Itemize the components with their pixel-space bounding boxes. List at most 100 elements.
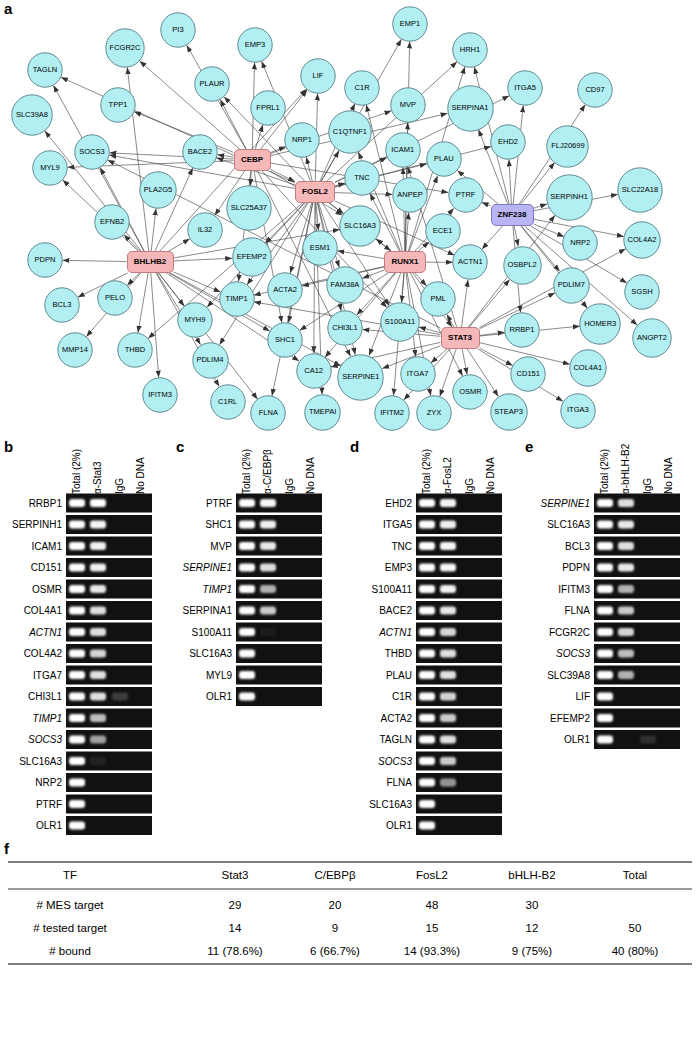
circle-shape [400, 357, 434, 391]
gene-label: SERPINE1 [490, 497, 590, 510]
gel-band [419, 714, 435, 722]
target-gene-circle: BACE2 [182, 134, 218, 170]
circle-shape [268, 323, 302, 357]
regulation-arrow [478, 349, 563, 401]
gel-band [239, 671, 255, 679]
gel-strip [416, 515, 502, 534]
target-gene-circle: SERPINA1 [447, 85, 494, 132]
gene-name: FLJ20699 [551, 142, 584, 150]
circle-shape [547, 125, 588, 166]
gene-label: BCL3 [490, 540, 590, 553]
target-gene-circle: NRP2 [562, 225, 598, 261]
gene-label: NRP2 [0, 776, 62, 789]
gel-band [90, 693, 106, 701]
gel-band [618, 671, 634, 679]
gel-band [440, 542, 456, 550]
regulation-arrow [169, 239, 190, 251]
gene-name: SOCS3 [79, 148, 104, 156]
table-cell: C/EBPβ [275, 868, 395, 882]
gene-label: ACTN1 [312, 626, 412, 639]
target-gene-circle: C1QTNF1 [328, 110, 372, 154]
circle-shape [375, 396, 409, 430]
regulation-arrow [151, 208, 156, 251]
gel-strip [66, 644, 152, 663]
target-gene-circle: EHD2 [490, 124, 526, 160]
gel-band [597, 585, 613, 593]
gel-band [440, 521, 456, 529]
gel-band [440, 671, 456, 679]
circle-shape [33, 151, 67, 185]
gel-band [112, 693, 128, 701]
regulation-arrow [469, 279, 509, 327]
gene-name: OSMR [459, 388, 482, 396]
gene-label: SLC16A3 [312, 798, 412, 811]
gel-band [440, 779, 456, 787]
gene-label: COL4A1 [0, 604, 62, 617]
regulation-arrow [327, 62, 457, 181]
gel-strip [66, 515, 152, 534]
circle-shape [345, 161, 379, 195]
target-gene-circle: STEAP3 [490, 393, 528, 431]
target-gene-circle: MYH9 [177, 302, 213, 338]
gene-name: IFITM2 [380, 409, 404, 417]
circle-shape [421, 282, 455, 316]
gene-name: PML [431, 295, 446, 303]
gene-name: OSBPL2 [507, 261, 536, 269]
gel-band [597, 521, 613, 529]
circle-shape [192, 342, 227, 377]
tf-name: STAT3 [448, 334, 472, 343]
gene-label: ICAM1 [0, 540, 62, 553]
gel-strip [66, 558, 152, 577]
regulation-arrow [462, 349, 467, 375]
gene-name: TMEPAI [309, 408, 336, 416]
target-gene-circle: ECE1 [425, 213, 461, 249]
target-gene-circle: C1R [344, 70, 380, 106]
gel-strip [66, 816, 152, 835]
gel-band [440, 714, 456, 722]
circle-shape [508, 71, 542, 105]
gene-name: PDLIM7 [558, 281, 585, 289]
table-cell: 12 [472, 921, 592, 935]
gel-band [69, 542, 85, 550]
gene-name: ICAM1 [391, 146, 414, 154]
target-gene-circle: IFITM2 [374, 395, 410, 431]
circle-shape [417, 396, 451, 430]
circle-shape [393, 178, 427, 212]
gel-band [69, 499, 85, 507]
gel-band [69, 779, 85, 787]
target-gene-circle: C1RL [210, 384, 246, 420]
gel-band [419, 499, 435, 507]
gel-band [597, 714, 613, 722]
circle-shape [453, 245, 487, 279]
target-gene-circle: SOCS3 [74, 134, 110, 170]
panel-letter: b [4, 438, 13, 455]
lane-header: No DNA [663, 457, 675, 494]
target-gene-circle: ITGA5 [507, 70, 543, 106]
regulation-arrow [482, 202, 491, 206]
circle-shape [178, 303, 212, 337]
target-gene-circle: MYL9 [32, 150, 68, 186]
gel-band [239, 607, 255, 615]
table-cell: 14 (93.3%) [372, 944, 492, 958]
gene-name: BCL3 [53, 301, 72, 309]
gene-label: SERPINA1 [132, 604, 232, 617]
gel-strip [594, 580, 680, 599]
lane-header: No DNA [305, 457, 317, 494]
gene-label: MVP [132, 540, 232, 553]
table-cell: 40 (80%) [575, 944, 695, 958]
gel-band [419, 779, 435, 787]
gene-name: ACTA2 [273, 286, 297, 294]
transcription-factor-box: CEBP [234, 149, 271, 171]
lane-header: Total (2%) [241, 449, 253, 494]
circle-shape [491, 125, 525, 159]
target-gene-circle: ESM1 [302, 230, 338, 266]
gene-name: HOMER3 [584, 320, 616, 328]
gel-band [597, 671, 613, 679]
gene-label: SOCS3 [0, 733, 62, 746]
regulation-arrow [462, 280, 468, 327]
circle-shape [140, 172, 176, 208]
target-gene-circle: HRH1 [452, 32, 488, 68]
circle-shape [188, 213, 222, 247]
gel-band [618, 542, 634, 550]
gene-label: EFEMP2 [490, 712, 590, 725]
